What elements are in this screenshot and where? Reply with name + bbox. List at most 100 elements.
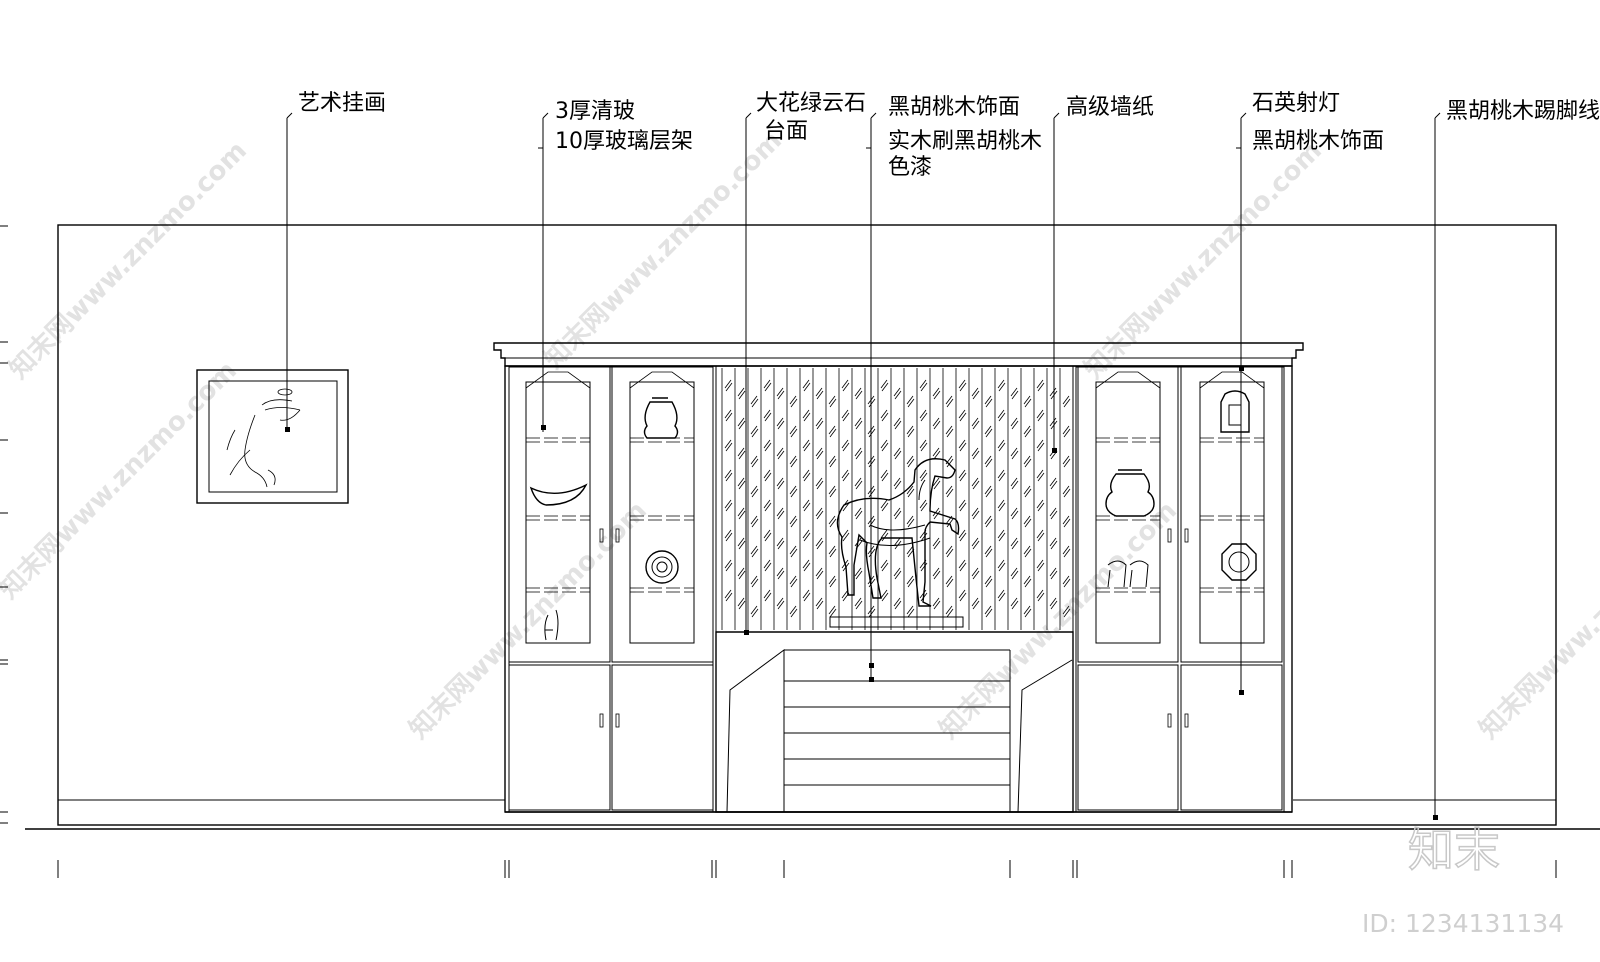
wood-grain-mark	[737, 537, 746, 550]
horse-sculpture	[829, 458, 964, 628]
wood-grain-mark	[932, 597, 941, 610]
wood-grain-mark	[802, 559, 811, 572]
vase-ornament	[643, 397, 679, 439]
wood-grain-mark	[971, 417, 980, 430]
brand-logo-text: 知末	[1408, 823, 1500, 877]
octagon-plate-ornament	[1221, 543, 1257, 581]
wood-grain-mark	[841, 529, 850, 542]
wood-grain-mark	[880, 559, 889, 572]
wood-grain-mark	[893, 507, 902, 520]
wood-grain-mark	[1062, 605, 1071, 618]
wood-grain-mark	[880, 469, 889, 482]
wood-grain-mark	[932, 537, 941, 550]
wood-grain-mark	[1049, 537, 1058, 550]
wood-grain-mark	[802, 439, 811, 452]
wood-grain-mark	[958, 379, 967, 392]
wood-grain-mark	[1023, 575, 1032, 588]
label-clear-glass: 3厚清玻	[555, 99, 635, 124]
deer-ornament	[1107, 560, 1149, 588]
wood-grain-mark	[893, 477, 902, 490]
wood-grain-mark	[737, 507, 746, 520]
wood-grain-mark	[1049, 507, 1058, 520]
brand-watermark: 知末 ID: 1234131134	[1362, 822, 1564, 938]
wood-grain-mark	[932, 477, 941, 490]
wood-grain-mark	[841, 409, 850, 422]
wood-grain-mark	[854, 507, 863, 520]
wood-grain-mark	[919, 379, 928, 392]
wood-grain-mark	[776, 387, 785, 400]
wood-grain-mark	[724, 499, 733, 512]
wood-grain-mark	[802, 409, 811, 422]
wood-grain-mark	[984, 575, 993, 588]
wood-grain-mark	[971, 537, 980, 550]
wood-grain-mark	[776, 417, 785, 430]
wood-grain-mark	[1049, 597, 1058, 610]
wood-grain-mark	[1062, 515, 1071, 528]
plate-ornament	[645, 550, 679, 584]
wood-grain-mark	[958, 589, 967, 602]
wood-grain-mark	[945, 395, 954, 408]
wood-grain-mark	[1036, 589, 1045, 602]
wood-grain-mark	[919, 469, 928, 482]
wood-grain-mark	[815, 537, 824, 550]
wood-grain-mark	[997, 439, 1006, 452]
wood-grain-mark	[854, 477, 863, 490]
wood-grain-mark	[1023, 425, 1032, 438]
wood-grain-mark	[802, 469, 811, 482]
wood-grain-mark	[750, 455, 759, 468]
wood-grain-mark	[828, 605, 837, 618]
wood-grain-mark	[880, 499, 889, 512]
label-marble-2: 台面	[764, 119, 808, 144]
wood-grain-mark	[984, 545, 993, 558]
wood-grain-mark	[854, 417, 863, 430]
cabinet-crown	[493, 342, 1304, 367]
wood-grain-mark	[997, 469, 1006, 482]
wood-grain-mark	[776, 597, 785, 610]
wood-grain-mark	[945, 425, 954, 438]
wood-grain-mark	[789, 545, 798, 558]
wood-grain-mark	[750, 545, 759, 558]
wood-grain-mark	[984, 515, 993, 528]
wood-grain-mark	[997, 499, 1006, 512]
wood-grain-mark	[997, 589, 1006, 602]
wood-grain-mark	[750, 605, 759, 618]
niche-steps	[715, 631, 1074, 813]
wood-grain-mark	[724, 469, 733, 482]
wood-grain-mark	[763, 559, 772, 572]
wood-grain-mark	[724, 439, 733, 452]
wood-grain-mark	[1049, 567, 1058, 580]
label-marble-1: 大花绿云石	[756, 91, 866, 116]
wood-grain-mark	[1010, 567, 1019, 580]
wood-grain-mark	[750, 575, 759, 588]
wood-grain-mark	[919, 439, 928, 452]
wood-grain-mark	[828, 515, 837, 528]
wood-grain-mark	[1023, 515, 1032, 528]
wood-grain-mark	[906, 485, 915, 498]
wood-grain-mark	[763, 499, 772, 512]
wood-grain-mark	[893, 537, 902, 550]
wood-grain-mark	[1036, 559, 1045, 572]
wood-grain-mark	[1023, 395, 1032, 408]
label-walnut-skirting: 黑胡桃木踢脚线	[1446, 99, 1600, 124]
art-painting	[196, 369, 349, 504]
label-art-painting: 艺术挂画	[298, 91, 386, 116]
wood-grain-mark	[997, 379, 1006, 392]
wood-grain-mark	[789, 425, 798, 438]
wood-grain-mark	[815, 447, 824, 460]
wood-grain-mark	[984, 605, 993, 618]
wood-grain-mark	[1062, 395, 1071, 408]
watermark-site: 知末网www.znzmo.com	[4, 136, 253, 385]
wood-grain-mark	[932, 387, 941, 400]
wood-grain-mark	[906, 515, 915, 528]
wood-grain-mark	[984, 395, 993, 408]
wood-grain-mark	[854, 567, 863, 580]
wood-grain-mark	[789, 395, 798, 408]
center-niche	[715, 365, 1074, 633]
wood-grain-mark	[880, 379, 889, 392]
label-solid-wood-2: 色漆	[888, 155, 932, 180]
wood-grain-mark	[750, 515, 759, 528]
watermark-site: 知末网www.znzmo.com	[539, 126, 788, 375]
wood-grain-mark	[737, 597, 746, 610]
wood-grain-mark	[1036, 529, 1045, 542]
